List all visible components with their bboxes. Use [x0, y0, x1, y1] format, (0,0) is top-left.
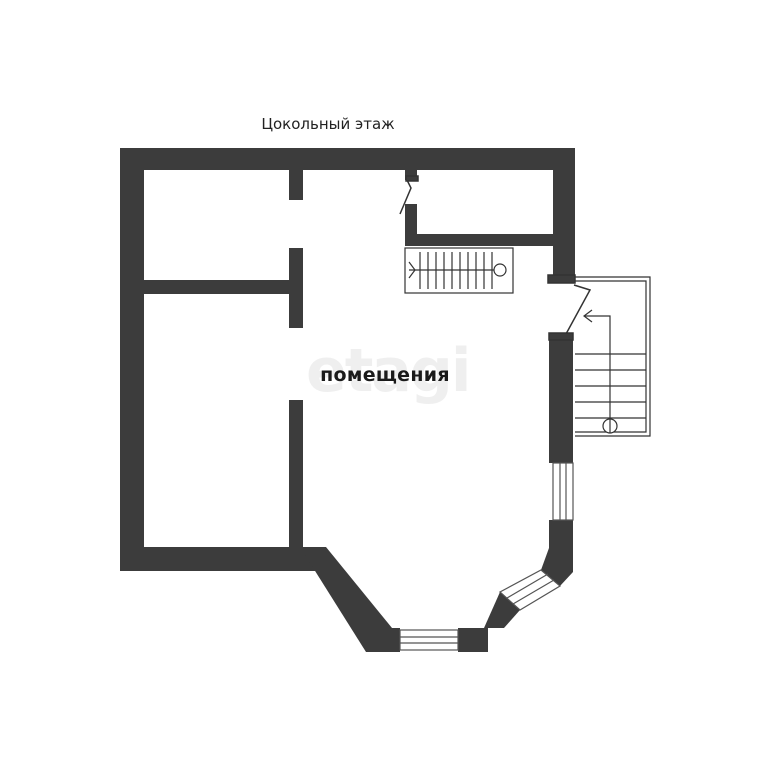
wall-top [120, 148, 575, 170]
wall-bottom-left [120, 547, 315, 571]
window-bottom [399, 629, 459, 651]
partition-1 [289, 170, 303, 200]
exterior-stairs-rail [575, 276, 651, 437]
room-label: помещения [320, 364, 450, 386]
plan-title: Цокольный этаж [261, 115, 395, 133]
window-right [552, 462, 574, 521]
storage-door-jamb [405, 170, 417, 180]
watermark: etagi [306, 336, 471, 406]
partition-horizontal [144, 280, 303, 294]
walls [120, 148, 575, 571]
bay-wall-left [300, 547, 392, 652]
wall-right-upper [553, 148, 575, 275]
interior-stairs [404, 247, 514, 294]
interior-stairs-start [493, 263, 507, 277]
windows [399, 462, 574, 651]
storage-door [399, 179, 412, 215]
storage-wall-bottom [405, 234, 575, 246]
partition-3 [289, 400, 303, 547]
bay-walls [300, 547, 573, 652]
wall-right-lower-2 [549, 520, 573, 550]
bay-wall-bottom-left [372, 628, 400, 652]
bay-wall-right [484, 592, 520, 628]
exterior-door [565, 284, 592, 335]
bay-wall-bottom-right [458, 628, 488, 652]
exterior-stairs [575, 276, 651, 437]
wall-right-lower [549, 338, 573, 463]
storage-wall-left [405, 204, 417, 246]
wall-left [120, 148, 144, 571]
doors [399, 175, 592, 341]
